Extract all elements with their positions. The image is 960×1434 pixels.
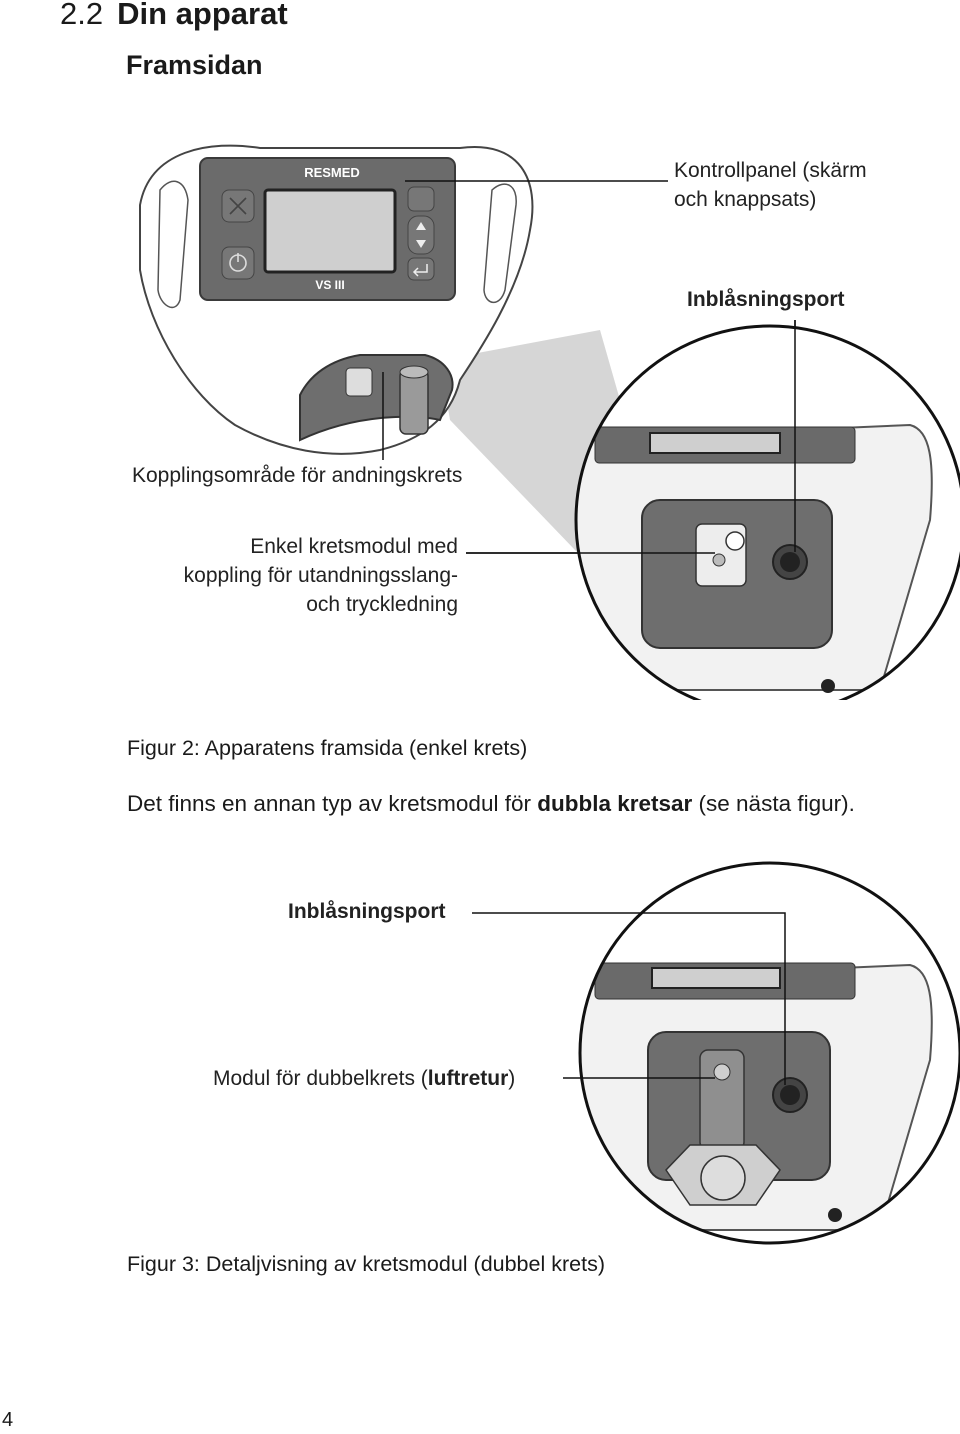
alarm-mute-icon [229, 197, 247, 215]
brand-logo: RESMED [304, 165, 360, 180]
body-bold: dubbla kretsar [537, 791, 693, 816]
page-number: 4 [2, 1409, 14, 1431]
model-label: VS III [315, 278, 344, 292]
up-arrow-icon [416, 222, 426, 230]
label-single-module: Enkel kretsmodul med koppling för utandn… [183, 535, 458, 616]
power-button [221, 246, 255, 280]
section-heading: 2.2 Din apparat [60, 0, 288, 32]
lcd-screen [263, 188, 397, 274]
left-grip [157, 180, 189, 309]
figure-3-caption: Figur 3: Detaljvisning av kretsmodul (du… [127, 1252, 605, 1276]
up-down-button [407, 215, 435, 255]
down-arrow-icon [416, 240, 426, 248]
section-title: Din apparat [117, 0, 288, 31]
figure-3-illustration [472, 861, 960, 1245]
air-outlet-tube [399, 369, 429, 435]
figure-2-caption: Figur 2: Apparatens framsida (enkel kret… [127, 736, 528, 760]
enter-icon [412, 264, 428, 277]
menu-button [407, 186, 435, 212]
label-air-outlet-fig3: Inblåsningsport [288, 900, 446, 923]
enter-button [407, 257, 435, 281]
section-number: 2.2 [60, 0, 104, 31]
label-air-outlet-fig2: Inblåsningsport [687, 288, 845, 311]
label-circuit-area: Kopplingsområde för andningskrets [132, 464, 463, 487]
single-module-small [345, 367, 373, 397]
subheading: Framsidan [126, 50, 263, 80]
right-grip [483, 183, 517, 304]
figure-2-illustration: RESMED VS III [139, 144, 960, 700]
label-double-module: Modul för dubbelkrets (luftretur) [213, 1067, 516, 1090]
body-paragraph: Det finns en annan typ av kretsmodul för… [127, 791, 855, 816]
label-control-panel: Kontrollpanel (skärm och knappsats) [674, 159, 867, 211]
